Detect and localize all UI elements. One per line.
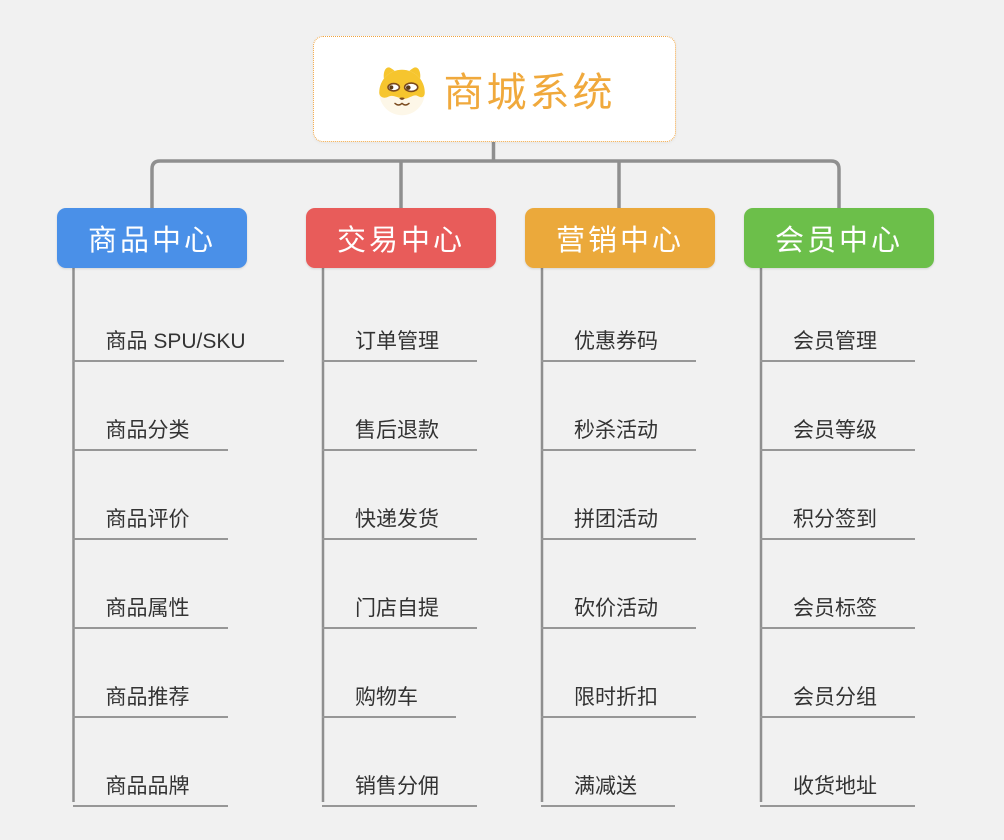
topic-label: 收货地址 [793, 775, 877, 798]
topic-label: 砍价活动 [574, 597, 658, 620]
topic-label: 限时折扣 [574, 686, 658, 709]
topic-label: 购物车 [355, 686, 418, 709]
topic-item[interactable]: 秒杀活动 [541, 408, 696, 451]
topic-label: 销售分佣 [355, 775, 439, 798]
branch-node-trade[interactable]: 交易中心 [306, 208, 496, 268]
topic-label: 优惠券码 [574, 330, 658, 353]
topic-item[interactable]: 会员管理 [760, 319, 915, 362]
topic-item[interactable]: 会员等级 [760, 408, 915, 451]
topic-label: 商品分类 [105, 419, 190, 442]
branch-node-products[interactable]: 商品中心 [57, 208, 247, 268]
topic-item[interactable]: 商品评价 [72, 497, 228, 540]
branch-label: 会员中心 [774, 225, 903, 257]
topic-item[interactable]: 商品推荐 [72, 675, 228, 718]
topic-item[interactable]: 会员分组 [760, 675, 915, 718]
topic-item[interactable]: 订单管理 [322, 319, 477, 362]
topic-label: 会员等级 [793, 419, 877, 442]
topic-item[interactable]: 满减送 [541, 764, 675, 807]
topic-label: 会员管理 [793, 330, 877, 353]
topic-label: 商品 SPU/SKU [105, 330, 246, 353]
topic-label: 商品推荐 [105, 686, 190, 709]
topic-label: 商品评价 [105, 508, 190, 531]
topic-label: 售后退款 [355, 419, 439, 442]
topic-item[interactable]: 限时折扣 [541, 675, 696, 718]
branch-label: 商品中心 [87, 225, 216, 257]
branch-bus-line [150, 159, 841, 208]
topic-item[interactable]: 门店自提 [322, 586, 477, 629]
topic-label: 商品属性 [105, 597, 190, 620]
topic-item[interactable]: 会员标签 [760, 586, 915, 629]
topic-label: 拼团活动 [574, 508, 658, 531]
topic-item[interactable]: 积分签到 [760, 497, 915, 540]
branch-label: 营销中心 [555, 225, 684, 257]
branch-node-marketing[interactable]: 营销中心 [525, 208, 715, 268]
topic-label: 订单管理 [355, 330, 439, 353]
topic-item[interactable]: 优惠券码 [541, 319, 696, 362]
topic-label: 秒杀活动 [574, 419, 658, 442]
topic-item[interactable]: 商品品牌 [72, 764, 228, 807]
topic-label: 门店自提 [355, 597, 439, 620]
topic-item[interactable]: 拼团活动 [541, 497, 696, 540]
topic-label: 满减送 [574, 775, 637, 798]
branch-node-members[interactable]: 会员中心 [744, 208, 934, 268]
topic-item[interactable]: 商品属性 [72, 586, 228, 629]
topic-item[interactable]: 销售分佣 [322, 764, 477, 807]
topic-item[interactable]: 商品 SPU/SKU [72, 319, 284, 362]
topic-item[interactable]: 收货地址 [760, 764, 915, 807]
root-node[interactable]: 商城系统 [313, 36, 676, 142]
topic-item[interactable]: 砍价活动 [541, 586, 696, 629]
topic-item[interactable]: 商品分类 [72, 408, 228, 451]
topic-label: 会员分组 [793, 686, 877, 709]
topic-label: 商品品牌 [105, 775, 190, 798]
dog-face-icon [374, 61, 430, 117]
root-title: 商城系统 [443, 71, 616, 115]
topic-label: 快递发货 [355, 508, 439, 531]
branch-label: 交易中心 [336, 225, 465, 257]
topic-item[interactable]: 快递发货 [322, 497, 477, 540]
topic-label: 积分签到 [793, 508, 877, 531]
topic-item[interactable]: 购物车 [322, 675, 456, 718]
topic-item[interactable]: 售后退款 [322, 408, 477, 451]
topic-label: 会员标签 [793, 597, 877, 620]
